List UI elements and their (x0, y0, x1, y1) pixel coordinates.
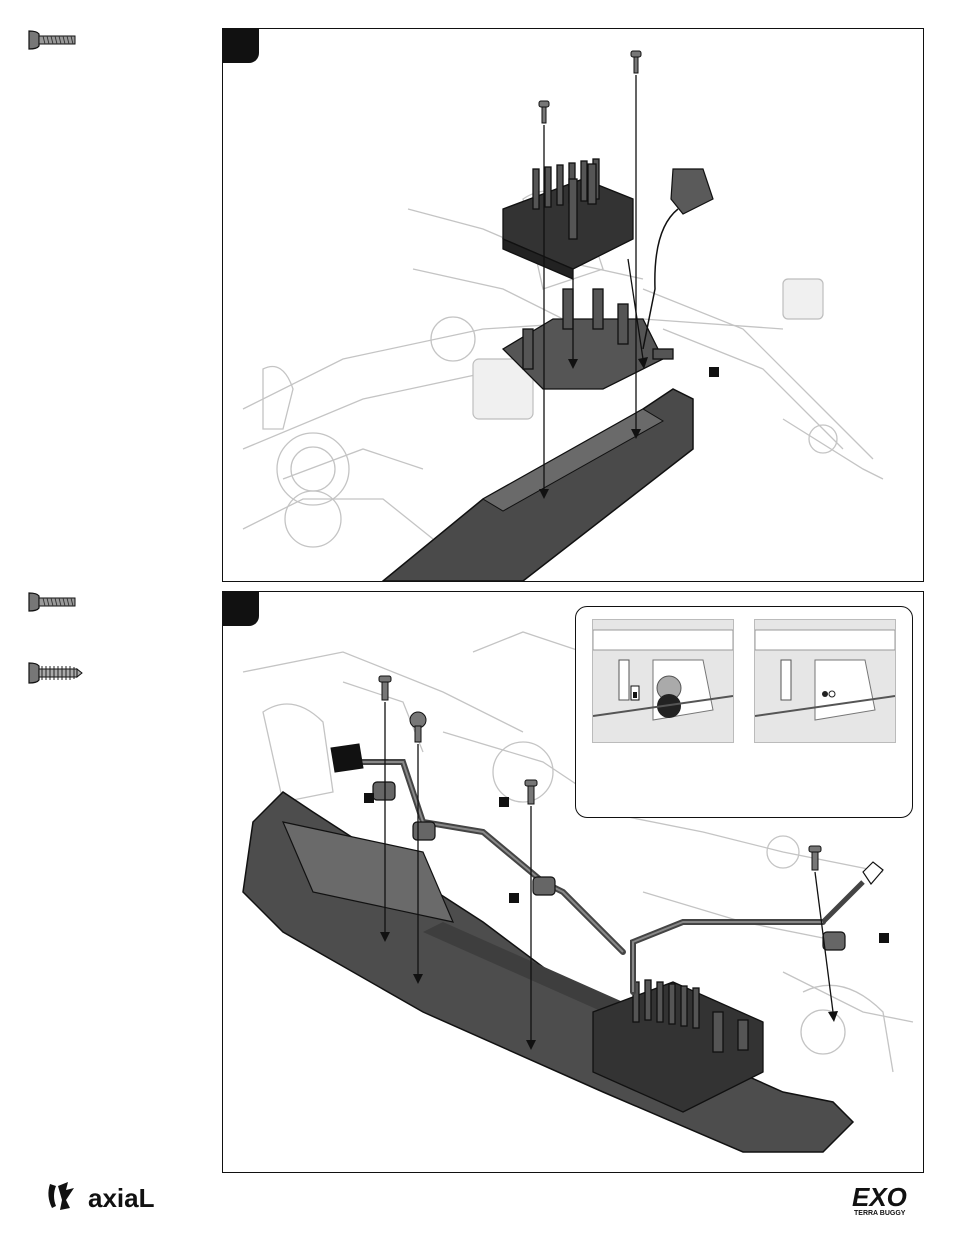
switch-position-image-left (592, 619, 734, 743)
callout-marker (509, 893, 519, 903)
callout-marker (879, 933, 889, 943)
axial-logo-text: axiaL (88, 1183, 155, 1213)
exo-terra-buggy-logo: EXO TERRA BUGGY (850, 1182, 924, 1218)
step-panel-esc-install (222, 591, 924, 1173)
switch-position-image-right (754, 619, 896, 743)
switch-detail-inset (575, 606, 913, 818)
callout-marker (364, 793, 374, 803)
terra-buggy-logo-text: TERRA BUGGY (854, 1210, 906, 1217)
step-panel-esc-mount (222, 28, 924, 582)
axial-logo: axiaL (44, 1178, 184, 1214)
callout-marker (499, 797, 509, 807)
self-tapping-screw-icon (27, 660, 83, 686)
exo-logo-text: EXO (852, 1182, 907, 1212)
button-head-screw-icon (27, 28, 77, 52)
esc-mount-exploded-illustration (223, 29, 923, 581)
callout-marker (709, 367, 719, 377)
button-head-screw-icon (27, 590, 77, 614)
